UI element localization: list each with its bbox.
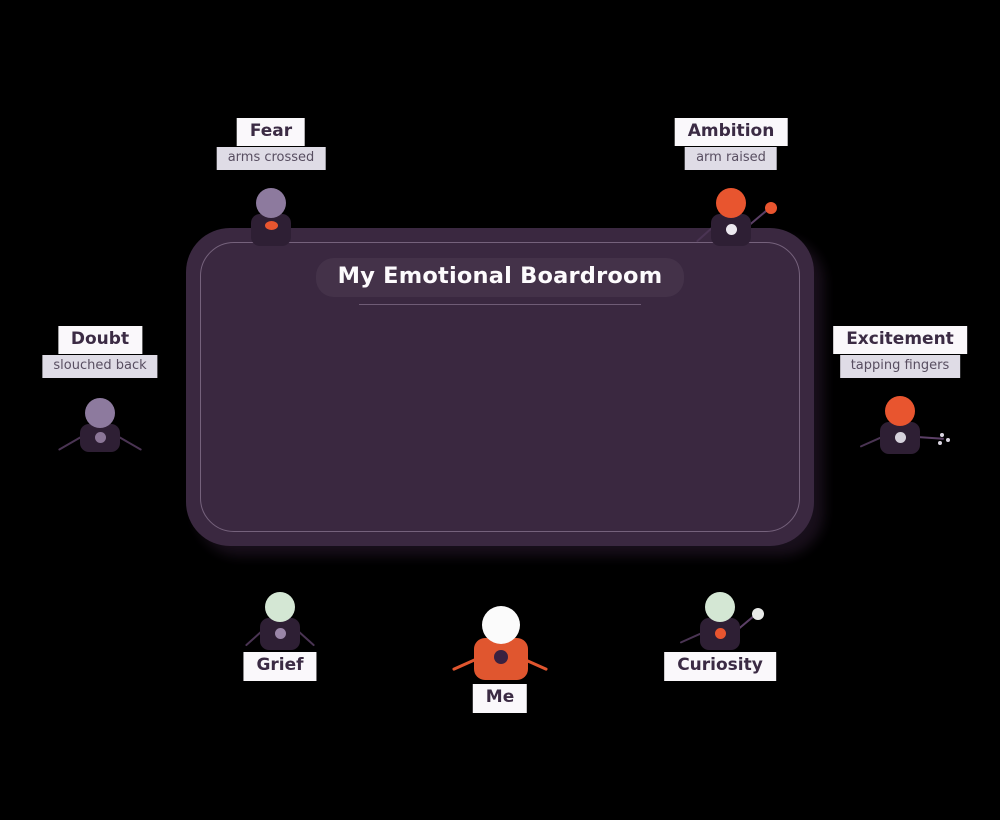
arm-right-icon <box>118 436 143 451</box>
figure-grief[interactable] <box>244 592 316 654</box>
head-icon <box>885 396 915 426</box>
figure-ambition[interactable] <box>695 188 777 250</box>
chest-dot-icon <box>494 650 508 664</box>
arm-left-icon <box>679 632 703 644</box>
seat-name-ambition: Ambition <box>674 117 788 147</box>
table-inner-border <box>200 242 800 532</box>
seat-posture-doubt: slouched back <box>42 355 158 378</box>
labels-me: Me <box>472 684 528 713</box>
seat-posture-fear: arms crossed <box>216 147 326 170</box>
head-icon <box>482 606 520 644</box>
boardroom-table[interactable]: My Emotional Boardroom <box>186 228 814 546</box>
seat-name-curiosity: Curiosity <box>664 652 776 681</box>
figure-doubt[interactable] <box>57 396 143 458</box>
labels-ambition: Ambition arm raised <box>674 117 788 170</box>
head-icon <box>705 592 735 622</box>
tapping-finger-dot-icon <box>938 441 942 445</box>
hand-raised-icon <box>765 202 777 214</box>
labels-curiosity: Curiosity <box>664 652 776 681</box>
figure-me[interactable] <box>451 606 549 682</box>
body-icon <box>251 214 291 246</box>
head-icon <box>256 188 286 218</box>
labels-fear: Fear arms crossed <box>216 117 326 170</box>
head-icon <box>716 188 746 218</box>
chest-dot-icon <box>275 628 286 639</box>
table-title-wrap: My Emotional Boardroom <box>186 258 814 305</box>
figure-curiosity[interactable] <box>679 592 764 654</box>
labels-doubt: Doubt slouched back <box>42 325 158 378</box>
figure-fear[interactable] <box>237 188 305 250</box>
seat-name-grief: Grief <box>243 652 317 681</box>
hand-raised-icon <box>752 608 764 620</box>
tapping-finger-dot-icon <box>946 438 950 442</box>
chest-dot-icon <box>715 628 726 639</box>
head-icon <box>85 398 115 428</box>
chest-dot-icon <box>95 432 106 443</box>
chest-dot-icon <box>726 224 737 235</box>
seat-posture-excitement: tapping fingers <box>839 355 961 378</box>
arm-left-icon <box>859 436 883 448</box>
seat-posture-ambition: arm raised <box>685 147 777 170</box>
head-icon <box>265 592 295 622</box>
labels-grief: Grief <box>243 652 317 681</box>
seat-name-fear: Fear <box>236 117 306 147</box>
tapping-finger-dot-icon <box>940 433 944 437</box>
arm-left-icon <box>57 436 82 451</box>
chest-dot-icon <box>265 221 278 230</box>
seat-name-excitement: Excitement <box>833 325 967 355</box>
seat-name-me: Me <box>472 684 528 713</box>
labels-excitement: Excitement tapping fingers <box>833 325 967 378</box>
figure-excitement[interactable] <box>859 396 950 458</box>
title-underline <box>359 303 641 305</box>
page-title: My Emotional Boardroom <box>315 258 685 297</box>
chest-dot-icon <box>895 432 906 443</box>
seat-name-doubt: Doubt <box>57 325 143 355</box>
